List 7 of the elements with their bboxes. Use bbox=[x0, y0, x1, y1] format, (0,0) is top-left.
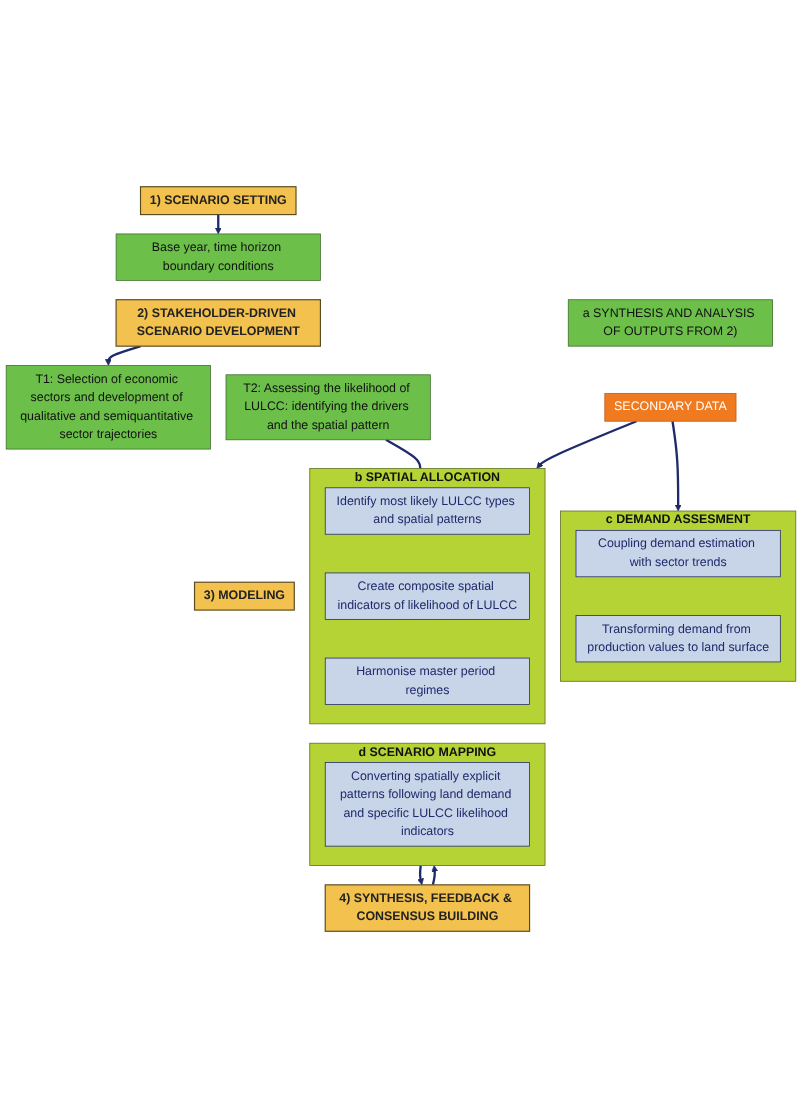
arrow bbox=[671, 421, 682, 512]
arrow bbox=[214, 214, 222, 235]
arrow bbox=[417, 865, 424, 886]
arrow bbox=[536, 420, 637, 469]
arrow bbox=[104, 345, 141, 366]
connector bbox=[385, 438, 422, 469]
arrow bbox=[431, 865, 439, 886]
